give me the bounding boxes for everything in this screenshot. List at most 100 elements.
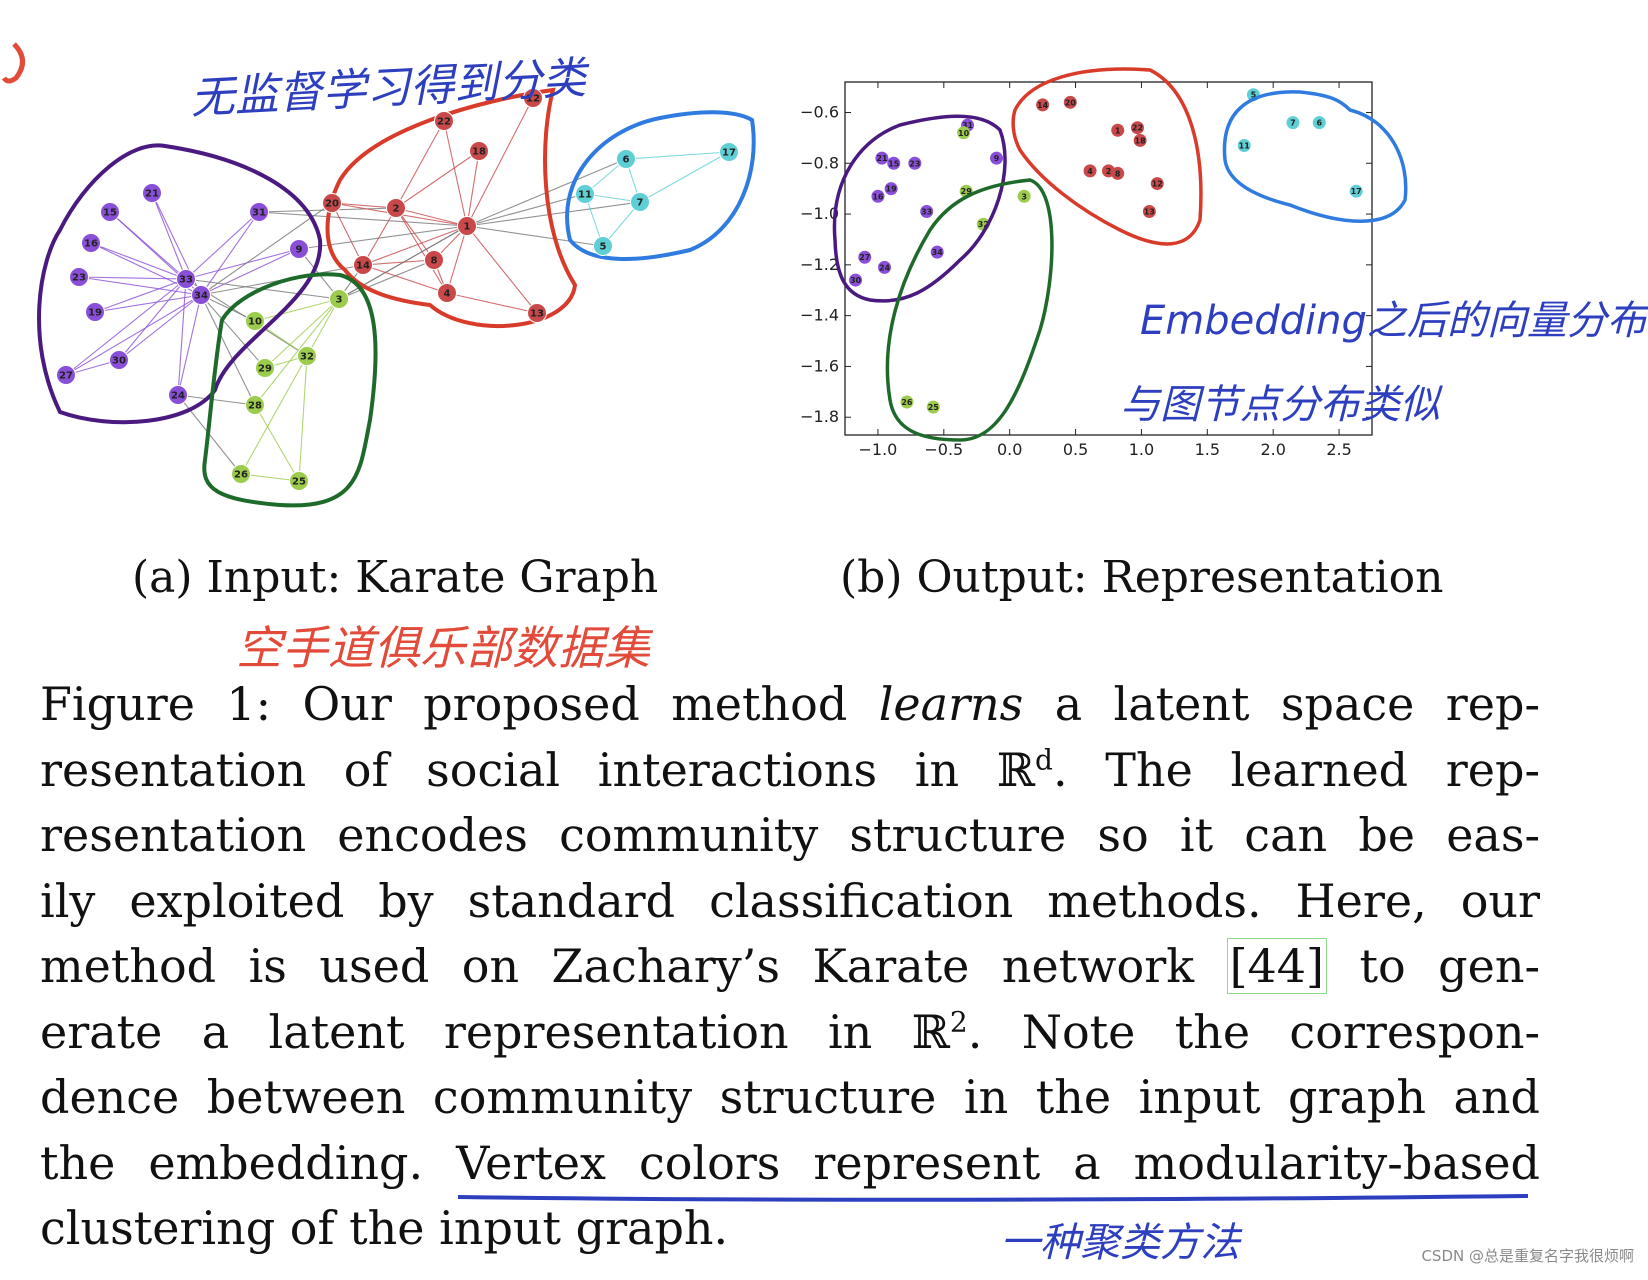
graph-node — [255, 358, 275, 378]
graph-node-label: 20 — [325, 199, 339, 210]
cluster-outlines — [37, 87, 756, 508]
scatter-point — [878, 260, 892, 274]
graph-node-label: 22 — [437, 117, 451, 128]
graph-node — [289, 239, 309, 259]
scatter-point — [930, 245, 944, 259]
scatter-point — [1133, 133, 1147, 147]
graph-edge — [78, 276, 202, 296]
graph-edge — [94, 294, 202, 313]
scatter-point — [920, 205, 934, 219]
cyan-embedding-outline — [1222, 90, 1408, 223]
caption-line: clustering of the input graph. — [40, 1196, 1540, 1262]
graph-edge — [395, 120, 445, 209]
scatter-point — [1237, 138, 1251, 152]
graph-node — [297, 346, 317, 366]
graph-node-label: 24 — [171, 391, 185, 402]
scatter-point-label: 10 — [958, 129, 970, 138]
graph-node — [434, 111, 454, 131]
figure-caption-text: Figure 1: Our proposed method learns a l… — [40, 672, 1540, 1262]
graph-node — [353, 255, 373, 275]
graph-edge — [298, 225, 468, 250]
graph-edge — [254, 298, 340, 322]
scatter-point — [887, 156, 901, 170]
graph-node — [231, 464, 251, 484]
caption-line: ily exploited by standard classification… — [40, 869, 1540, 935]
graph-node — [56, 365, 76, 385]
graph-edge — [466, 201, 641, 227]
graph-edge — [264, 298, 340, 369]
graph-node-label: 7 — [637, 198, 644, 209]
graph-node — [719, 142, 739, 162]
scatter-point-label: 5 — [1251, 91, 1257, 100]
caption-line: dence between community structure in the… — [40, 1065, 1540, 1131]
graph-edge — [443, 120, 468, 227]
scatter-point-label: 26 — [901, 398, 913, 407]
green-cluster-outline — [202, 272, 378, 508]
graph-edge — [254, 298, 340, 406]
citation-link[interactable]: [44] — [1226, 938, 1328, 994]
red-embedding-outline — [1011, 67, 1203, 246]
scatter-point — [926, 400, 940, 414]
graph-node — [245, 395, 265, 415]
emphasized-word: learns — [878, 677, 1024, 731]
graph-node — [100, 202, 120, 222]
y-tick-label: −1.8 — [800, 407, 839, 426]
graph-node — [81, 233, 101, 253]
graph-node-label: 6 — [623, 155, 630, 166]
graph-node — [424, 250, 444, 270]
scatter-point-label: 12 — [1152, 180, 1163, 189]
scatter-point-label: 33 — [921, 208, 932, 217]
graph-edge — [466, 193, 586, 227]
graph-node-label: 28 — [248, 401, 262, 412]
scatter-point-label: 1 — [1115, 126, 1121, 135]
scatter-point — [990, 151, 1004, 165]
superscript: 2 — [949, 1005, 968, 1039]
graph-edge — [258, 211, 468, 227]
graph-edge — [446, 225, 468, 294]
scatter-point-label: 31 — [962, 121, 974, 130]
scatter-point-label: 9 — [994, 154, 1000, 163]
caption-text-segment: erate a latent representation in ℝ — [40, 1004, 950, 1059]
scatter-point-label: 13 — [1144, 208, 1155, 217]
graph-node-label: 29 — [258, 364, 272, 375]
scatter-point — [1150, 177, 1164, 191]
scatter-point — [1142, 205, 1156, 219]
scatter-point-label: 8 — [1115, 169, 1121, 178]
scatter-point-label: 30 — [850, 276, 862, 285]
scatter-point — [1111, 166, 1125, 180]
y-tick-label: −1.2 — [800, 255, 839, 274]
graph-node-label: 32 — [300, 352, 314, 363]
scatter-point — [884, 182, 898, 196]
graph-node-label: 33 — [179, 275, 193, 286]
graph-node-label: 15 — [103, 208, 117, 219]
graph-node-label: 11 — [578, 190, 592, 201]
cyan-cluster-outline — [565, 110, 756, 261]
caption-line: Figure 1: Our proposed method learns a l… — [40, 672, 1540, 738]
graph-node — [630, 192, 650, 212]
graph-node-label: 27 — [59, 371, 73, 382]
annotation-clustering-method: 一种聚类方法 — [1000, 1220, 1240, 1266]
graph-node-label: 2 — [393, 204, 400, 215]
caption-panel-a: (a) Input: Karate Graph — [132, 552, 659, 603]
caption-line: the embedding. Vertex colors represent a… — [40, 1131, 1540, 1197]
caption-text-segment: resentation of social interactions in ℝ — [40, 742, 1036, 797]
underline-stroke — [457, 1194, 1529, 1202]
graph-edge — [446, 292, 538, 314]
scatter-point — [1083, 164, 1097, 178]
scatter-point-label: 29 — [961, 187, 973, 196]
x-tick-label: 2.0 — [1260, 440, 1285, 459]
scatter-point-label: 17 — [1351, 187, 1362, 196]
scatter-point-label: 19 — [886, 185, 898, 194]
graph-edge — [362, 207, 397, 266]
graph-edge — [625, 151, 730, 160]
graph-edge — [78, 276, 187, 280]
caption-line: resentation of social interactions in ℝd… — [40, 738, 1540, 804]
graph-edge — [65, 278, 187, 376]
graph-edge — [254, 404, 300, 482]
scatter-point — [1063, 95, 1077, 109]
graph-node-label: 1 — [464, 222, 471, 233]
graph-edge — [306, 298, 340, 357]
scatter-point-label: 23 — [909, 159, 920, 168]
